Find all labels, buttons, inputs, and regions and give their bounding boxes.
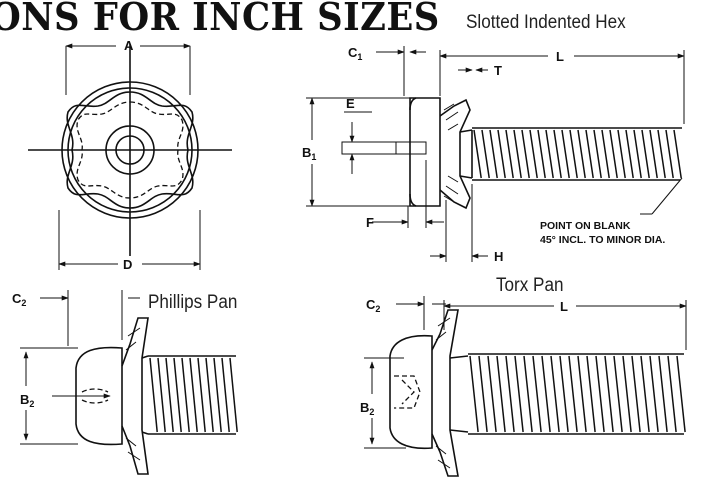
thread-crest (213, 357, 222, 433)
caption-slotted-indented-hex: Slotted Indented Hex (466, 12, 626, 33)
dim-label-h: H (494, 249, 503, 264)
phillips-pan-head (75, 346, 123, 446)
thread-crest (593, 129, 602, 179)
thread-crest (537, 129, 546, 179)
thread-crest (676, 355, 686, 433)
thread-slotted (472, 127, 682, 181)
thread-crest (523, 355, 533, 433)
thread-crest (625, 129, 634, 179)
thread-crest (617, 129, 626, 179)
thread-crest (513, 129, 522, 179)
thread-crest (649, 355, 659, 433)
thread-crest (496, 355, 506, 433)
dim-label-c2-phillips: C2 (12, 291, 26, 308)
thread-crest (577, 355, 587, 433)
torx-pan-head (389, 334, 433, 450)
thread-crest (550, 355, 560, 433)
thread-crest (586, 355, 596, 433)
thread-crest (631, 355, 641, 433)
dim-label-t: T (494, 63, 502, 78)
thread-crest (189, 357, 198, 433)
page-title: ONS FOR INCH SIZES (0, 0, 440, 39)
note-point-line1: POINT ON BLANK (540, 220, 631, 232)
torx-recess (394, 375, 421, 409)
thread-crest (553, 129, 562, 179)
thread-crest (601, 129, 610, 179)
thread-crest (481, 129, 490, 179)
thread-crest (633, 129, 642, 179)
serrated-washer (439, 98, 471, 210)
thread-crest (221, 357, 230, 433)
thread-crest (521, 129, 530, 179)
thread-crest (658, 355, 668, 433)
thread-crest (641, 129, 650, 179)
thread-crest (561, 129, 570, 179)
dim-label-l: L (556, 49, 564, 64)
thread-crest (604, 355, 614, 433)
note-point-line2: 45° INCL. TO MINOR DIA. (540, 234, 665, 246)
thread-crest (657, 129, 666, 179)
top-view-head: A D (28, 38, 232, 272)
thread-crest (205, 357, 214, 433)
thread-crest (529, 129, 538, 179)
phillips-pan-view: C2 B2 (12, 290, 238, 475)
thread-crest (568, 355, 578, 433)
thread-crest (505, 355, 515, 433)
thread-crest (157, 357, 166, 433)
thread-crest (532, 355, 542, 433)
thread-crest (478, 355, 488, 433)
phillips-washer (121, 317, 149, 475)
dim-label-e: E (346, 96, 355, 111)
dim-label-c2-torx: C2 (366, 297, 380, 314)
thread-crest (595, 355, 605, 433)
thread-crest (577, 129, 586, 179)
thread-crest (649, 129, 658, 179)
thread-crest (505, 129, 514, 179)
thread-crest (181, 357, 190, 433)
thread-crest (173, 357, 182, 433)
thread-crest (487, 355, 497, 433)
thread-crest (165, 357, 174, 433)
dim-label-f: F (366, 215, 374, 230)
thread-crest (229, 357, 238, 433)
dim-label-d: D (123, 257, 132, 272)
thread-crest (514, 355, 524, 433)
caption-phillips-pan: Phillips Pan (148, 292, 238, 313)
torx-washer (431, 309, 459, 477)
thread-crest (569, 129, 578, 179)
thread-crest (613, 355, 623, 433)
thread-crest (497, 129, 506, 179)
thread-crest (585, 129, 594, 179)
thread-crest (622, 355, 632, 433)
thread-crest (640, 355, 650, 433)
dim-label-l-torx: L (560, 299, 568, 314)
dim-label-c1: C1 (348, 45, 362, 62)
slotted-indented-hex-view: C1 L T E B1 F H POINT ON BLANK 45° INCL. (302, 45, 685, 264)
thread-crest (673, 129, 682, 179)
dim-label-b2-torx: B2 (360, 400, 374, 417)
dim-label-b2-phillips: B2 (20, 392, 34, 409)
torx-pan-view: C2 L B2 (360, 296, 687, 477)
dim-label-b1: B1 (302, 145, 316, 162)
thread-crest (559, 355, 569, 433)
dim-label-a: A (124, 38, 134, 53)
thread-crest (545, 129, 554, 179)
thread-crest (665, 129, 674, 179)
thread-crest (469, 355, 479, 433)
thread-crest (667, 355, 677, 433)
thread-crest (489, 129, 498, 179)
thread-crest (473, 129, 482, 179)
thread-crest (541, 355, 551, 433)
thread-crest (609, 129, 618, 179)
thread-crest (197, 357, 206, 433)
thread-crest (149, 357, 158, 433)
slot (341, 141, 427, 155)
caption-torx-pan: Torx Pan (496, 275, 564, 296)
